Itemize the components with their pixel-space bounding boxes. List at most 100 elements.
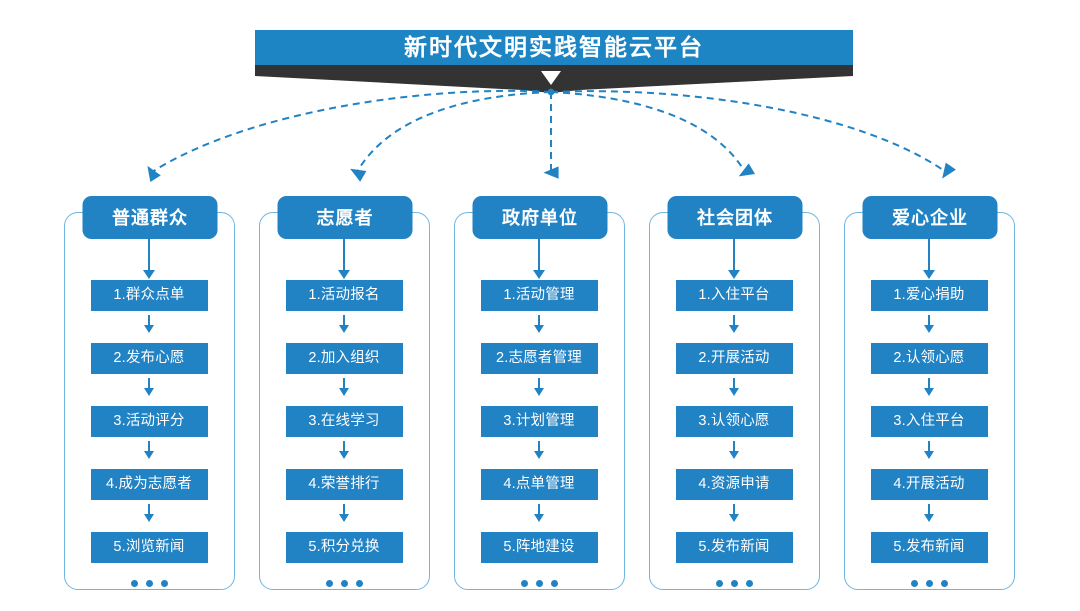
role-column-社会团体: 社会团体 1.入住平台 2.开展活动 3.认领心愿 4.资源申请 5.发布新闻 (648, 196, 822, 592)
arrow-down-icon (148, 377, 150, 388)
arrow-down-icon (733, 314, 735, 325)
column-header-4[interactable]: 爱心企业 (862, 196, 998, 239)
step-item[interactable]: 5.积分兑换 (285, 532, 403, 564)
column-header-0[interactable]: 普通群众 (82, 196, 218, 239)
arrow-down-icon (538, 503, 540, 515)
page-title: 新时代文明实践智能云平台 (404, 34, 704, 60)
step-item[interactable]: 1.活动报名 (285, 279, 403, 311)
more-items-ellipsis (715, 580, 753, 588)
column-header-label: 爱心企业 (892, 207, 968, 228)
arrow-down-icon (538, 440, 540, 452)
step-item[interactable]: 5.发布新闻 (675, 532, 793, 564)
arrow-down-icon (733, 440, 735, 452)
step-label: 5.积分兑换 (308, 539, 380, 556)
step-label: 4.资源申请 (698, 476, 770, 493)
arrow-down-icon (148, 239, 150, 271)
role-column-普通群众: 普通群众 1.群众点单 2.发布心愿 3.活动评分 4.成为志愿者 5.浏览新闻 (63, 196, 237, 592)
step-label: 5.发布新闻 (893, 539, 965, 556)
step-item[interactable]: 2.加入组织 (285, 342, 403, 374)
step-item[interactable]: 2.发布心愿 (90, 342, 208, 374)
step-label: 4.点单管理 (503, 476, 575, 493)
step-label: 2.认领心愿 (893, 350, 965, 367)
step-label: 2.加入组织 (308, 350, 380, 367)
step-item[interactable]: 4.点单管理 (480, 469, 598, 500)
step-label: 3.入住平台 (893, 413, 965, 430)
step-item[interactable]: 4.资源申请 (675, 469, 793, 500)
arrow-down-icon (148, 440, 150, 452)
step-item[interactable]: 3.活动评分 (90, 405, 208, 437)
arrow-down-icon (928, 440, 930, 452)
step-item[interactable]: 1.群众点单 (90, 279, 208, 311)
arrow-down-icon (538, 314, 540, 325)
step-label: 2.志愿者管理 (496, 350, 582, 367)
more-items-ellipsis (520, 580, 558, 588)
more-items-ellipsis (325, 580, 363, 588)
step-label: 3.认领心愿 (698, 413, 770, 430)
step-label: 2.开展活动 (698, 350, 770, 367)
connector-arrow-4 (550, 91, 756, 177)
column-header-2[interactable]: 政府单位 (472, 196, 608, 239)
step-item[interactable]: 2.志愿者管理 (480, 342, 598, 374)
arrow-down-icon (733, 377, 735, 388)
connector-arrow-5 (550, 90, 956, 179)
arrow-down-icon (928, 503, 930, 515)
role-columns: 普通群众 1.群众点单 2.发布心愿 3.活动评分 4.成为志愿者 5.浏览新闻… (0, 196, 1080, 596)
chevron-down-icon (541, 71, 561, 85)
arrow-down-icon (343, 503, 345, 515)
role-column-爱心企业: 爱心企业 1.爱心捐助 2.认领心愿 3.入住平台 4.开展活动 5.发布新闻 (843, 196, 1017, 592)
arrow-down-icon (928, 377, 930, 388)
arrow-down-icon (538, 239, 540, 271)
platform-title-banner: 新时代文明实践智能云平台 (255, 30, 853, 65)
step-item[interactable]: 5.阵地建设 (480, 532, 598, 564)
step-label: 1.活动管理 (503, 286, 575, 303)
arrow-down-icon (343, 377, 345, 388)
column-header-label: 志愿者 (316, 207, 374, 228)
column-body: 1.入住平台 2.开展活动 3.认领心愿 4.资源申请 5.发布新闻 (649, 239, 820, 588)
column-header-label: 社会团体 (697, 207, 773, 228)
step-label: 4.开展活动 (893, 476, 965, 493)
step-item[interactable]: 4.成为志愿者 (90, 469, 208, 500)
role-column-政府单位: 政府单位 1.活动管理 2.志愿者管理 3.计划管理 4.点单管理 5.阵地建设 (453, 196, 627, 592)
step-item[interactable]: 3.计划管理 (480, 405, 598, 437)
step-item[interactable]: 2.开展活动 (675, 342, 793, 374)
step-label: 5.阵地建设 (503, 539, 575, 556)
connector-arrow-2 (350, 91, 552, 182)
column-body: 1.群众点单 2.发布心愿 3.活动评分 4.成为志愿者 5.浏览新闻 (64, 239, 235, 588)
connector-origin-node (547, 88, 555, 96)
step-item[interactable]: 4.荣誉排行 (285, 469, 403, 500)
step-label: 5.浏览新闻 (113, 539, 185, 556)
step-label: 1.活动报名 (308, 286, 380, 303)
role-column-志愿者: 志愿者 1.活动报名 2.加入组织 3.在线学习 4.荣誉排行 5.积分兑换 (258, 196, 432, 592)
arrow-down-icon (733, 239, 735, 271)
column-header-3[interactable]: 社会团体 (667, 196, 803, 239)
step-label: 3.计划管理 (503, 413, 575, 430)
column-body: 1.活动报名 2.加入组织 3.在线学习 4.荣誉排行 5.积分兑换 (259, 239, 430, 588)
step-item[interactable]: 3.认领心愿 (675, 405, 793, 437)
step-item[interactable]: 4.开展活动 (870, 469, 988, 500)
step-item[interactable]: 1.活动管理 (480, 279, 598, 311)
step-label: 3.在线学习 (308, 413, 380, 430)
arrow-down-icon (538, 377, 540, 388)
column-header-1[interactable]: 志愿者 (277, 196, 413, 239)
step-label: 2.发布心愿 (113, 350, 185, 367)
arrow-down-icon (928, 314, 930, 325)
step-label: 4.成为志愿者 (106, 476, 192, 493)
more-items-ellipsis (910, 580, 948, 588)
arrow-down-icon (343, 314, 345, 325)
step-item[interactable]: 1.爱心捐助 (870, 279, 988, 311)
step-item[interactable]: 3.入住平台 (870, 405, 988, 437)
step-item[interactable]: 3.在线学习 (285, 405, 403, 437)
step-label: 4.荣誉排行 (308, 476, 380, 493)
step-label: 1.爱心捐助 (893, 286, 965, 303)
step-item[interactable]: 5.浏览新闻 (90, 532, 208, 564)
step-label: 3.活动评分 (113, 413, 185, 430)
step-item[interactable]: 5.发布新闻 (870, 532, 988, 564)
step-item[interactable]: 1.入住平台 (675, 279, 793, 311)
more-items-ellipsis (130, 580, 168, 588)
arrow-down-icon (148, 503, 150, 515)
arrow-down-icon (148, 314, 150, 325)
arrow-down-icon (733, 503, 735, 515)
column-body: 1.活动管理 2.志愿者管理 3.计划管理 4.点单管理 5.阵地建设 (454, 239, 625, 588)
step-item[interactable]: 2.认领心愿 (870, 342, 988, 374)
